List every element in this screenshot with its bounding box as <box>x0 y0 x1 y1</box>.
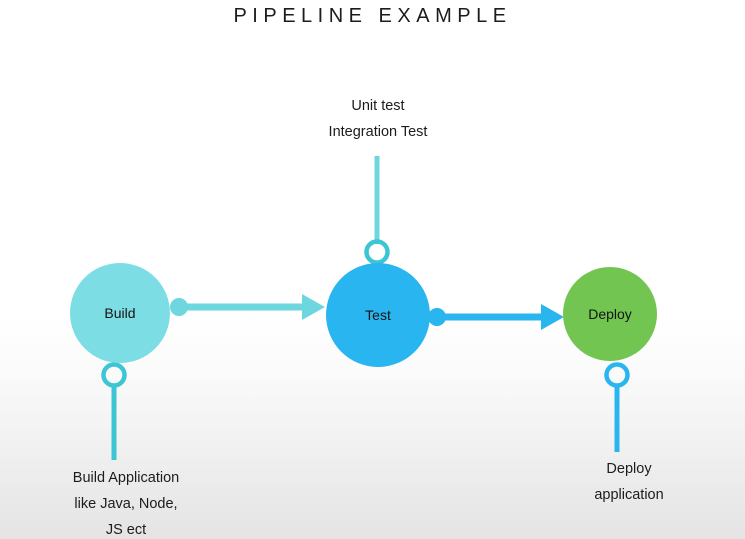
deploy-annotation-ring <box>604 362 630 388</box>
deploy-annotation-connector <box>604 362 630 452</box>
build-annotation-ring <box>101 362 127 388</box>
test-annotation-connector <box>364 156 390 265</box>
arrow-test-to-deploy <box>428 304 564 330</box>
node-circle-deploy[interactable] <box>563 267 657 361</box>
annotation-build-line-3: JS ect <box>105 522 147 538</box>
node-label-test: Test <box>365 307 391 323</box>
node-circle-build[interactable] <box>70 263 170 363</box>
annotation-test: Unit test Integration Test <box>329 93 428 145</box>
page-title: PIPELINE EXAMPLE <box>233 5 512 27</box>
annotation-deploy-line-1: Deploy <box>606 461 652 477</box>
test-annotation-ring <box>364 239 390 265</box>
arrow-head-test-to-deploy <box>541 304 564 330</box>
arrow-start-dot-build <box>170 298 188 316</box>
node-label-deploy: Deploy <box>588 306 632 322</box>
annotation-deploy-line-2: application <box>594 487 664 503</box>
annotation-build-line-2: like Java, Node, <box>74 496 178 512</box>
build-annotation-connector <box>101 362 127 460</box>
annotation-test-line-2: Integration Test <box>328 124 428 140</box>
annotation-build-line-1: Build Application <box>72 470 180 486</box>
annotation-build: Build Application like Java, Node, JS ec… <box>73 465 179 539</box>
arrow-build-to-test <box>170 294 325 320</box>
annotation-deploy: Deploy application <box>594 456 663 508</box>
node-circle-test[interactable] <box>326 263 430 367</box>
node-label-build: Build <box>104 305 136 321</box>
annotation-test-line-1: Unit test <box>351 98 405 114</box>
arrow-start-dot-test <box>428 308 446 326</box>
arrow-head-build-to-test <box>302 294 325 320</box>
